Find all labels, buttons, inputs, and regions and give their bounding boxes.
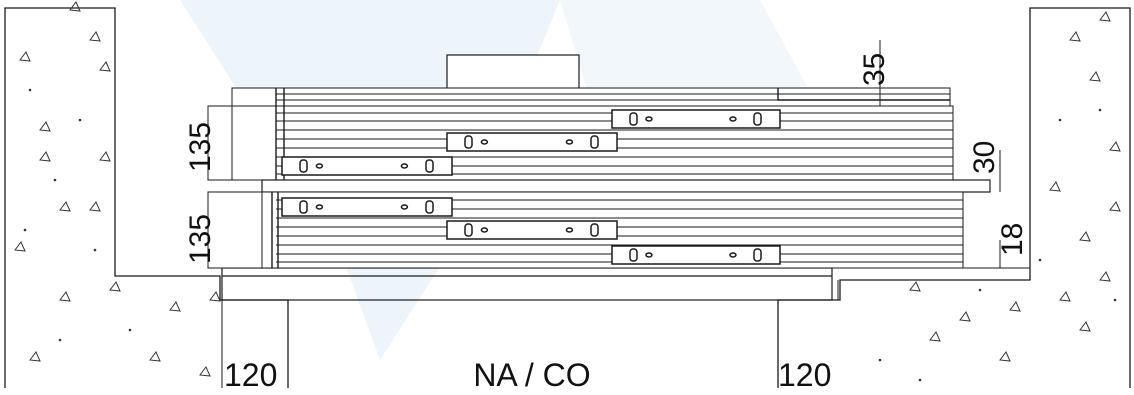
dim-width-center: NA / CO [473, 357, 590, 390]
top-cover-block [446, 54, 580, 94]
dim-gap-top: 35 [858, 53, 891, 86]
dim-width-left: 120 [224, 357, 277, 390]
lamella-beam [446, 132, 618, 152]
middle-plate [261, 179, 991, 193]
dim-plate-right: 30 [968, 141, 1001, 174]
lamella-beam [611, 245, 781, 265]
base-channel [221, 267, 833, 301]
dim-height-lower: 135 [184, 214, 217, 264]
lamella-beam [446, 220, 618, 240]
dimension-lines [221, 40, 1030, 388]
lamella-beam [281, 197, 453, 217]
lamella-beam [281, 156, 453, 176]
lamella-beam [611, 109, 781, 129]
concrete-speckle [14, 1, 1121, 382]
lamella-beams [281, 109, 781, 265]
dim-width-right: 120 [778, 357, 831, 390]
dim-height-upper: 135 [184, 122, 217, 172]
dim-bottom-right: 18 [996, 223, 1029, 256]
